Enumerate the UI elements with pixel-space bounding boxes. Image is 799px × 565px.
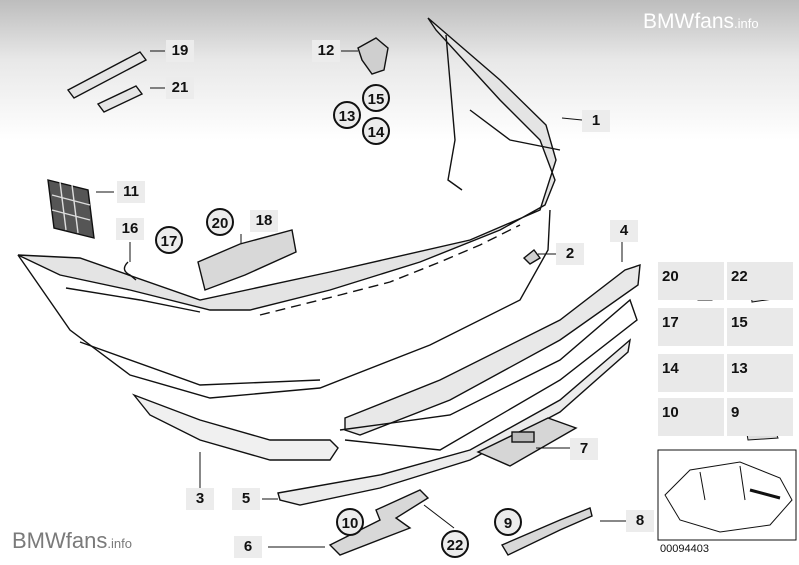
clip-part [522, 249, 542, 265]
callout-17: 17 [155, 226, 183, 254]
callout-7: 7 [570, 438, 598, 460]
strip-19-part [66, 51, 148, 99]
callout-8: 8 [626, 510, 654, 532]
hook-part [123, 261, 137, 281]
grille-part [47, 179, 95, 239]
callout-19: 19 [166, 40, 194, 62]
reinforcement-part [197, 229, 297, 291]
legend-cell: 13 [727, 354, 793, 392]
bracket-left-part [328, 489, 430, 556]
callout-5: 5 [232, 488, 260, 510]
car-silhouette [664, 461, 793, 533]
lower-lip-part [131, 393, 339, 461]
callout-14: 14 [362, 117, 390, 145]
callout-22: 22 [441, 530, 469, 558]
callout-3: 3 [186, 488, 214, 510]
callout-2: 2 [556, 243, 584, 265]
legend-cell: 17 [658, 308, 724, 346]
brand-watermark-top: BMWfans.info [643, 10, 759, 33]
legend-cell: 22 [727, 262, 793, 300]
legend-cell: 9 [727, 398, 793, 436]
callout-6: 6 [234, 536, 262, 558]
brand-watermark-bottom: BMWfans.info [12, 528, 132, 553]
legend-cell: 15 [727, 308, 793, 346]
callout-1: 1 [582, 110, 610, 132]
callout-16: 16 [116, 218, 144, 240]
mount-part [357, 37, 389, 75]
callout-21: 21 [166, 77, 194, 99]
callout-9: 9 [494, 508, 522, 536]
diffuser-part [344, 263, 641, 436]
diagram-code: 00094403 [660, 543, 709, 555]
callout-4: 4 [610, 220, 638, 242]
callout-13: 13 [333, 101, 361, 129]
strip-part [277, 338, 632, 506]
callout-11: 11 [117, 181, 145, 203]
callout-10: 10 [336, 508, 364, 536]
legend-cell: 10 [658, 398, 724, 436]
legend-cell: 14 [658, 354, 724, 392]
bumper-cover-part [17, 17, 557, 311]
bracket-right-part [500, 507, 593, 556]
callout-15: 15 [362, 84, 390, 112]
callout-20: 20 [206, 208, 234, 236]
callout-12: 12 [312, 40, 340, 62]
legend-cell: 20 [658, 262, 724, 300]
callout-18: 18 [250, 210, 278, 232]
strip-21-part [96, 85, 144, 113]
